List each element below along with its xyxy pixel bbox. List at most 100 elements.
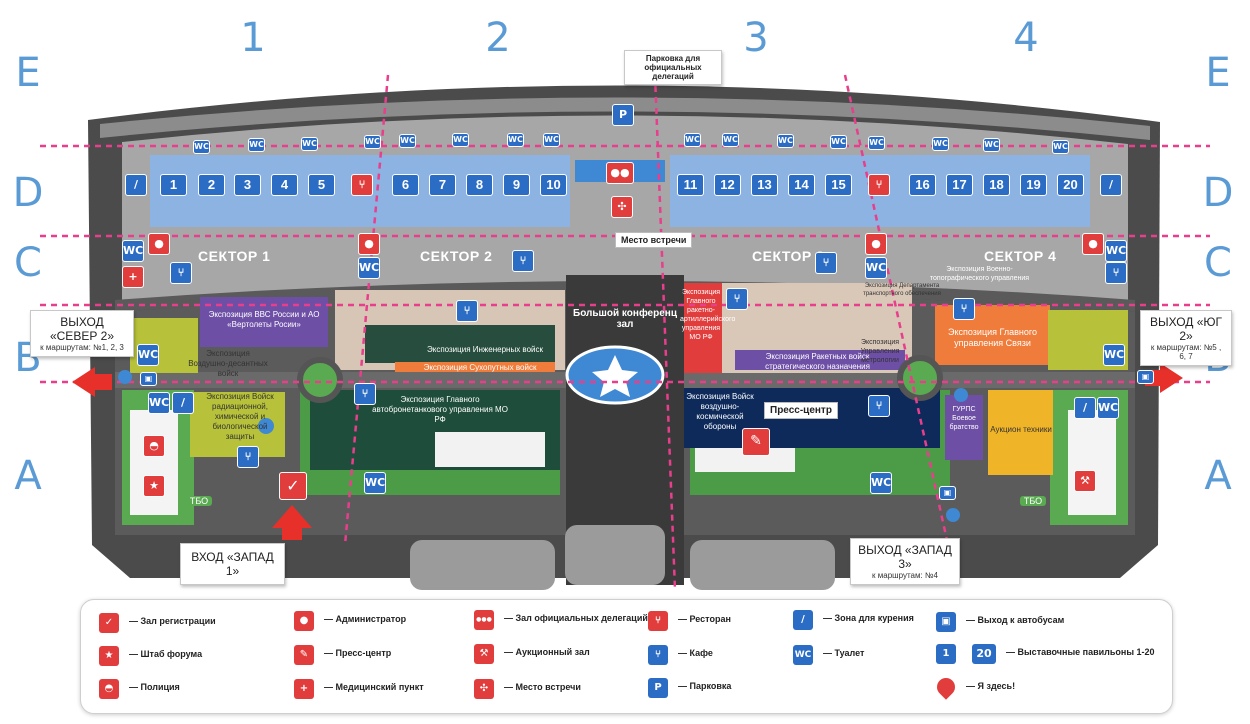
- headquarters-icon: ★: [99, 646, 119, 666]
- north-strip: [100, 97, 1150, 140]
- you-are-here-icon: [954, 388, 968, 402]
- restaurant-icon[interactable]: ⑂: [868, 174, 890, 196]
- administrator-icon[interactable]: ●: [358, 233, 380, 255]
- toilet-icon[interactable]: WC: [983, 138, 1000, 152]
- legend-label: — Я здесь!: [966, 681, 1016, 691]
- pavilion-13[interactable]: 13: [751, 174, 778, 196]
- cafe-icon[interactable]: ⑂: [726, 288, 748, 310]
- area-gurps-block: [945, 395, 983, 460]
- toilet-icon[interactable]: WC: [868, 136, 885, 150]
- toilet-icon[interactable]: WC: [248, 138, 265, 152]
- toilet-icon[interactable]: WC: [1105, 240, 1127, 262]
- cafe-icon[interactable]: ⑂: [953, 298, 975, 320]
- smoking-zone-icon[interactable]: /: [172, 392, 194, 414]
- cafe-icon[interactable]: ⑂: [170, 262, 192, 284]
- area-topo-label: Экспозиция Военно-топографического управ…: [929, 266, 1030, 282]
- pavilion-12[interactable]: 12: [714, 174, 741, 196]
- toilet-icon[interactable]: WC: [301, 137, 318, 151]
- cafe-icon[interactable]: ⑂: [868, 395, 890, 417]
- tbo-label-west: ТБО: [186, 496, 212, 506]
- administrator-icon[interactable]: ●: [1082, 233, 1104, 255]
- pavilion-2[interactable]: 2: [198, 174, 225, 196]
- legend-label: — Выход к автобусам: [966, 615, 1065, 625]
- exit-north2-routes: к маршрутам: №1, 2, 3: [40, 343, 124, 352]
- smoking-zone-icon[interactable]: /: [1074, 397, 1096, 419]
- bus-exit-icon[interactable]: ▣: [140, 372, 157, 386]
- pavilion-6[interactable]: 6: [392, 174, 419, 196]
- you-are-here-icon: [258, 418, 274, 434]
- toilet-icon[interactable]: WC: [1097, 397, 1119, 419]
- cafe-icon[interactable]: ⑂: [354, 383, 376, 405]
- toilet-icon[interactable]: WC: [543, 133, 560, 147]
- toilet-icon[interactable]: WC: [452, 133, 469, 147]
- pavilion-5[interactable]: 5: [308, 174, 335, 196]
- toilet-icon[interactable]: WC: [507, 133, 524, 147]
- toilet-icon[interactable]: WC: [364, 472, 386, 494]
- restaurant-icon[interactable]: ⑂: [351, 174, 373, 196]
- toilet-icon[interactable]: WC: [865, 257, 887, 279]
- toilet-icon[interactable]: WC: [358, 257, 380, 279]
- pavilion-17[interactable]: 17: [946, 174, 973, 196]
- meeting-place-icon[interactable]: ✣: [611, 196, 633, 218]
- bus-exit-icon[interactable]: ▣: [939, 486, 956, 500]
- pavilion-18[interactable]: 18: [983, 174, 1010, 196]
- cafe-icon[interactable]: ⑂: [1105, 262, 1127, 284]
- cafe-icon[interactable]: ⑂: [512, 250, 534, 272]
- toilet-icon[interactable]: WC: [777, 134, 794, 148]
- pavilion-20[interactable]: 20: [1057, 174, 1084, 196]
- cafe-icon[interactable]: ⑂: [456, 300, 478, 322]
- press-center-icon[interactable]: ✎: [742, 428, 770, 456]
- toilet-icon[interactable]: WC: [1052, 140, 1069, 154]
- pavilion-14[interactable]: 14: [788, 174, 815, 196]
- pavilion-15[interactable]: 15: [825, 174, 852, 196]
- bus-exit-icon[interactable]: ▣: [1137, 370, 1154, 384]
- toilet-icon[interactable]: WC: [870, 472, 892, 494]
- administrator-icon[interactable]: ●: [865, 233, 887, 255]
- headquarters-icon[interactable]: ★: [143, 475, 165, 497]
- toilet-icon[interactable]: WC: [148, 392, 170, 414]
- pavilion-9[interactable]: 9: [503, 174, 530, 196]
- grid-row-d-right: D: [1202, 170, 1234, 216]
- toilet-icon[interactable]: WC: [830, 135, 847, 149]
- pavilion-10[interactable]: 10: [540, 174, 567, 196]
- toilet-icon[interactable]: WC: [399, 134, 416, 148]
- pavilion-3[interactable]: 3: [234, 174, 261, 196]
- pavilion-19[interactable]: 19: [1020, 174, 1047, 196]
- administrator-icon[interactable]: ●: [148, 233, 170, 255]
- cafe-icon[interactable]: ⑂: [237, 446, 259, 468]
- toilet-icon[interactable]: WC: [684, 133, 701, 147]
- pavilion-1[interactable]: 1: [160, 174, 187, 196]
- grid-row-c-right: C: [1204, 240, 1232, 286]
- toilet-icon[interactable]: WC: [122, 240, 144, 262]
- pavilion-11[interactable]: 11: [677, 174, 704, 196]
- pavilions-icon: 20: [972, 644, 996, 664]
- meeting-place-icon: ✣: [474, 679, 494, 699]
- administrator-icon: ●: [294, 611, 314, 631]
- pavilion-8[interactable]: 8: [466, 174, 493, 196]
- parking-icon[interactable]: P: [612, 104, 634, 126]
- smoking-zone-icon[interactable]: /: [1100, 174, 1122, 196]
- delegations-hall-icon[interactable]: ●●: [606, 162, 634, 184]
- legend-label: — Место встречи: [504, 682, 581, 692]
- toilet-icon[interactable]: WC: [1103, 344, 1125, 366]
- pavilion-4[interactable]: 4: [271, 174, 298, 196]
- toilet-icon[interactable]: WC: [364, 135, 381, 149]
- pavilion-7[interactable]: 7: [429, 174, 456, 196]
- toilet-icon[interactable]: WC: [932, 137, 949, 151]
- you-are-here-icon: [118, 370, 132, 384]
- toilet-icon[interactable]: WC: [193, 140, 210, 154]
- exit-west3-title: ВЫХОД «ЗАПАД 3»: [858, 543, 952, 571]
- police-icon[interactable]: ◓: [143, 435, 165, 457]
- grid-col-1: 1: [240, 15, 266, 61]
- cafe-icon[interactable]: ⑂: [815, 252, 837, 274]
- pavilion-16[interactable]: 16: [909, 174, 936, 196]
- smoking-zone-icon[interactable]: /: [125, 174, 147, 196]
- toilet-icon[interactable]: WC: [137, 344, 159, 366]
- medical-icon[interactable]: +: [122, 266, 144, 288]
- toilet-icon[interactable]: WC: [722, 133, 739, 147]
- auction-hall-icon[interactable]: ⚒: [1074, 470, 1096, 492]
- legend-label: — Штаб форума: [129, 649, 203, 659]
- exit-north2-callout: ВЫХОД «СЕВЕР 2» к маршрутам: №1, 2, 3: [30, 310, 134, 357]
- registration-icon[interactable]: ✓: [279, 472, 307, 500]
